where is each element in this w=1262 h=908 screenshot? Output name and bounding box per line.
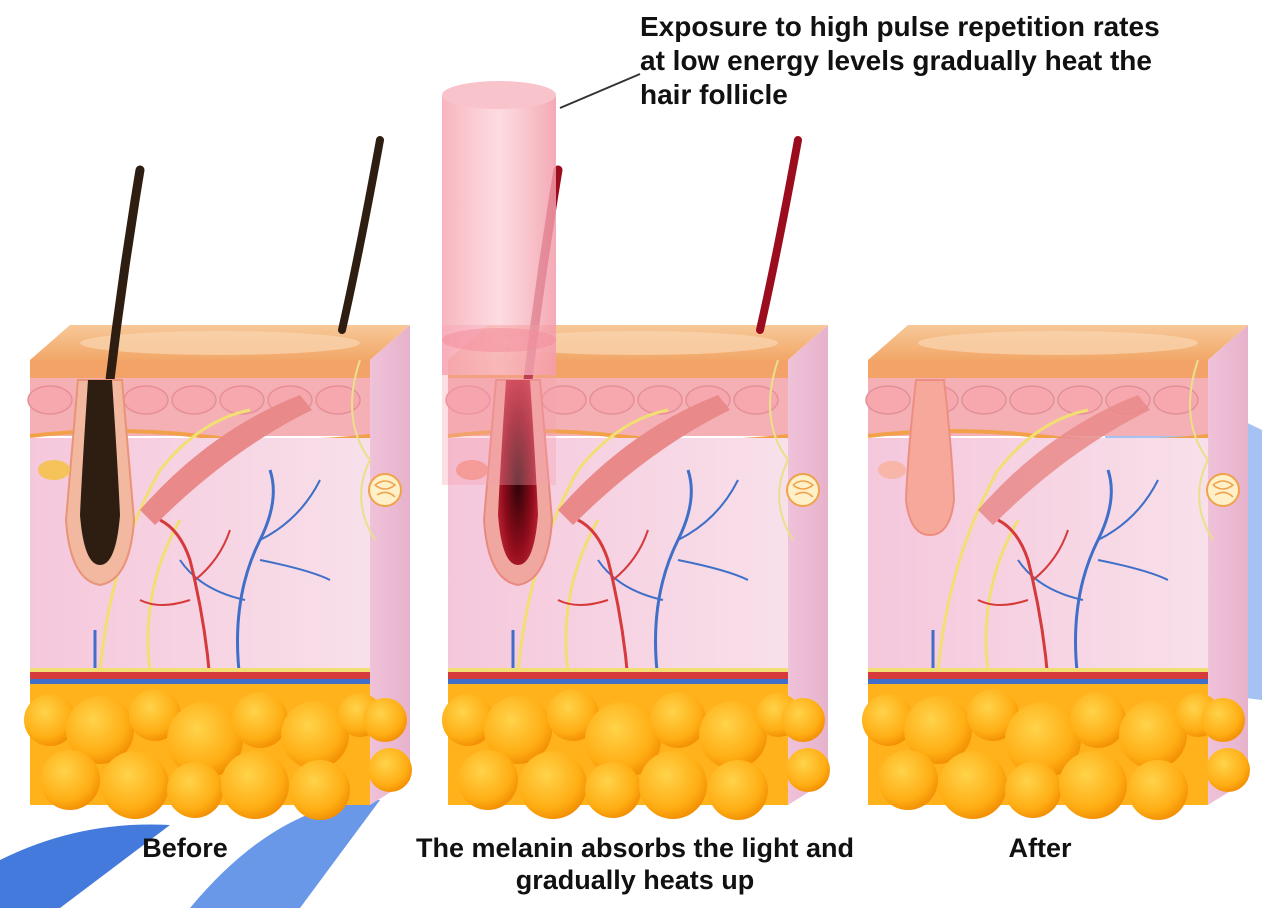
sweat-gland <box>1207 474 1239 506</box>
dermal-papilla <box>220 386 264 414</box>
sweat-gland <box>369 474 401 506</box>
annotation-text: Exposure to high pulse repetition rates … <box>640 10 1160 112</box>
caption-after: After <box>940 832 1140 864</box>
fat-cell <box>781 698 825 742</box>
dermal-papilla <box>28 386 72 414</box>
fat-cell <box>368 748 412 792</box>
skin-panel-after <box>862 325 1250 820</box>
dermal-papilla <box>866 386 910 414</box>
fat-cell <box>1128 760 1188 820</box>
hair-shaft-secondary <box>342 140 380 330</box>
fat-cell <box>1206 748 1250 792</box>
fat-cell <box>363 698 407 742</box>
fat-cell <box>708 760 768 820</box>
laser-beam-spot <box>442 328 556 352</box>
fat-cell <box>585 762 641 818</box>
laser-beam-top <box>442 81 556 109</box>
artery-main <box>448 672 788 679</box>
dermal-papilla <box>962 386 1006 414</box>
epidermis-edge <box>868 360 1208 378</box>
nerve-main <box>448 668 788 672</box>
artery-main <box>868 672 1208 679</box>
dermal-papilla <box>172 386 216 414</box>
fat-cell <box>878 750 938 810</box>
fat-cell <box>1201 698 1245 742</box>
fat-cell <box>1059 751 1127 819</box>
sweat-gland <box>787 474 819 506</box>
caption-before: Before <box>85 832 285 864</box>
sebaceous-gland <box>878 461 906 479</box>
dermal-papilla <box>1058 386 1102 414</box>
fat-cell <box>650 692 706 748</box>
vein-main <box>30 679 370 684</box>
fat-cell <box>221 751 289 819</box>
fat-cell <box>939 751 1007 819</box>
fat-cell <box>519 751 587 819</box>
fat-cell <box>786 748 830 792</box>
dermal-papilla <box>638 386 682 414</box>
sebaceous-gland <box>38 460 70 480</box>
vein-main <box>448 679 788 684</box>
panels-layer <box>24 81 1250 820</box>
surface-highlight <box>80 331 360 355</box>
nerve-main <box>30 668 370 672</box>
fat-cell <box>40 750 100 810</box>
fat-cell <box>1005 762 1061 818</box>
fat-cell <box>458 750 518 810</box>
fat-cell <box>232 692 288 748</box>
annotation-pointer-line <box>560 74 640 108</box>
empty-follicle <box>906 380 954 535</box>
fat-cell <box>1070 692 1126 748</box>
fat-cell <box>167 762 223 818</box>
caption-during: The melanin absorbs the light and gradua… <box>400 832 870 896</box>
dermal-papilla <box>590 386 634 414</box>
surface-highlight <box>918 331 1198 355</box>
dermal-papilla <box>1010 386 1054 414</box>
hair-shaft-secondary-heated <box>760 140 798 330</box>
skin-panel-before <box>24 140 412 820</box>
fat-cell <box>639 751 707 819</box>
dermal-papilla <box>124 386 168 414</box>
vein-main <box>868 679 1208 684</box>
artery-main <box>30 672 370 679</box>
epidermis-edge <box>30 360 370 378</box>
nerve-main <box>868 668 1208 672</box>
fat-cell <box>101 751 169 819</box>
fat-cell <box>290 760 350 820</box>
